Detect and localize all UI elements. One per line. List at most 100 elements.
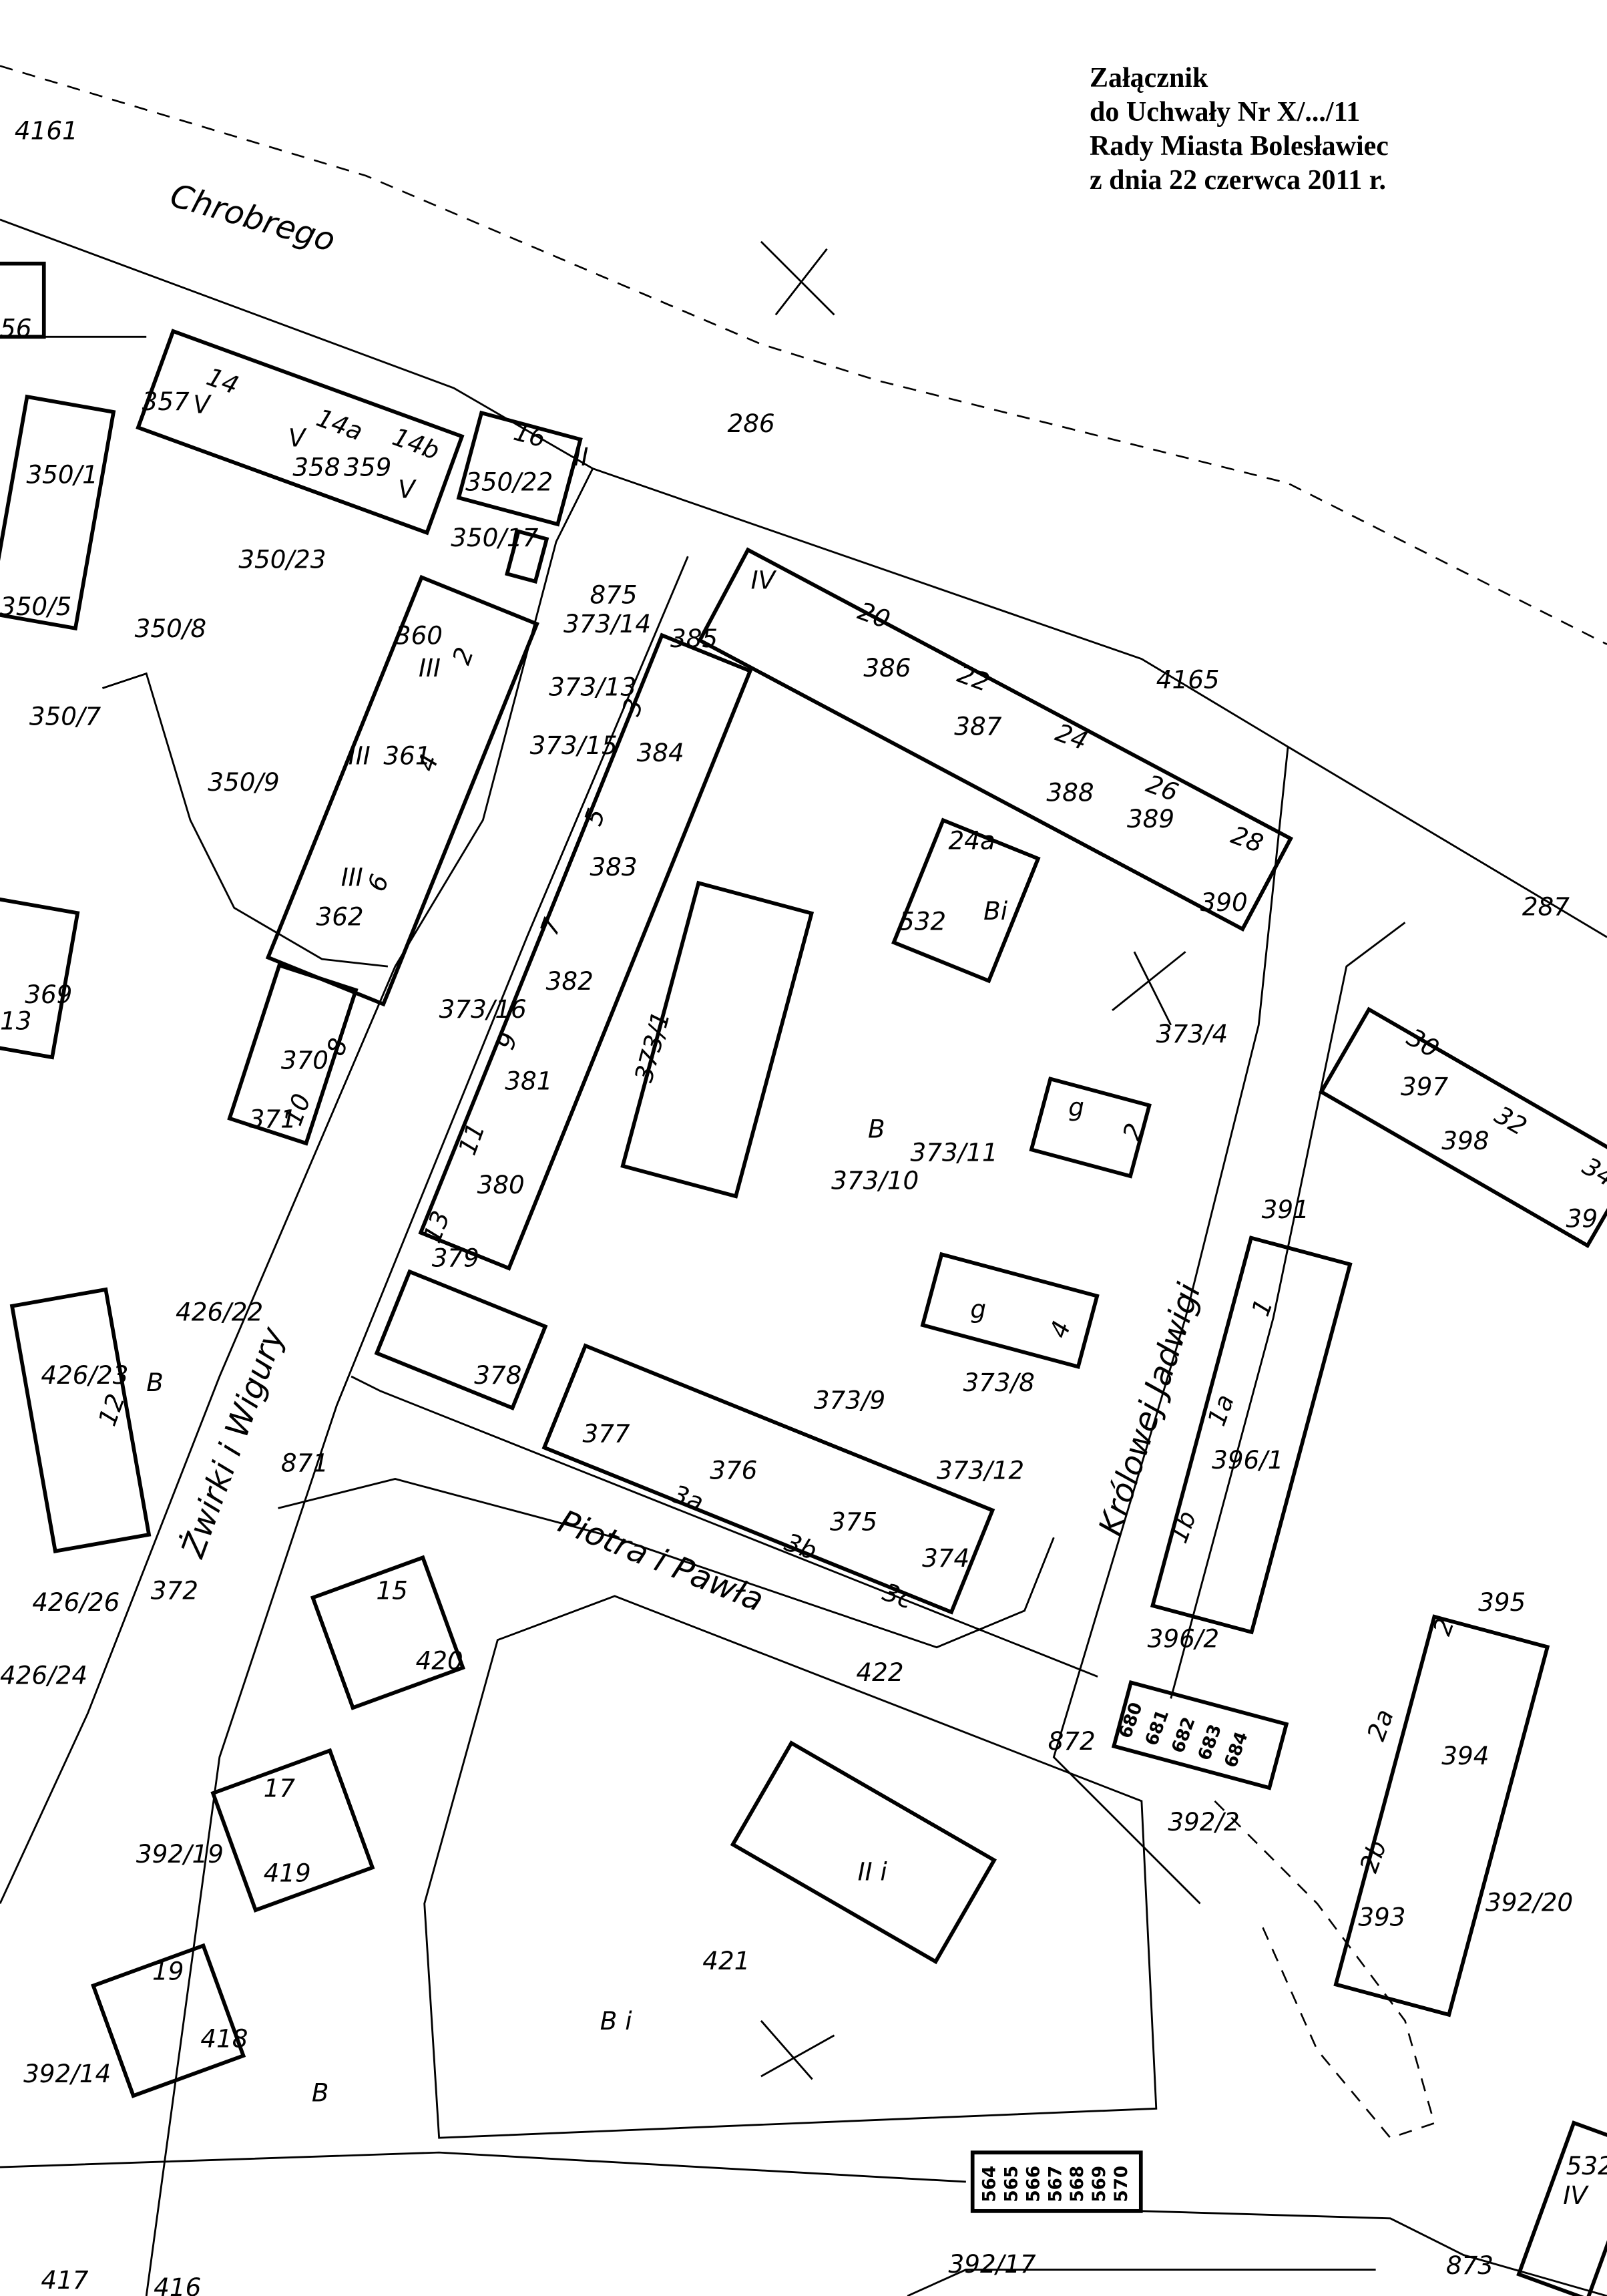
map-label: 369 (25, 980, 72, 1009)
map-label: II i (858, 1857, 888, 1886)
building-outline (1111, 1680, 1289, 1790)
parcel-number-label: 426/22 (176, 1298, 263, 1327)
map-label: 13 (0, 1006, 31, 1035)
map-label: 32 (1490, 1100, 1532, 1141)
parcel-number-label: 350/17 (451, 523, 538, 552)
map-label: 398 (1441, 1126, 1489, 1155)
map-label: 564 (980, 2166, 1000, 2203)
map-label: 389 (1127, 804, 1174, 833)
map-label: 1 (1246, 1295, 1279, 1320)
map-label: 5327 (1566, 2151, 1607, 2180)
map-label: 566 (1023, 2166, 1044, 2203)
map-label: 357 (142, 387, 190, 416)
building-outline (0, 261, 46, 339)
parcel-number-label: 373/1 (629, 1008, 676, 1085)
map-label: 358 (292, 453, 340, 482)
map-label: 360 (395, 621, 443, 650)
map-label: 16 (511, 417, 549, 453)
map-label: 287 (1522, 892, 1570, 921)
map-label: 390 (1200, 888, 1248, 917)
map-label: 386 (863, 653, 911, 683)
map-label: 388 (1046, 777, 1094, 807)
map-label: 421 (702, 1946, 750, 1975)
map-label: III (419, 653, 441, 683)
caption-line-3: Rady Miasta Bolesławiec (1090, 131, 1389, 162)
parcel-number-label: 373/15 (530, 731, 618, 760)
building-outline (891, 817, 1041, 984)
street-krolowej-jadwigi: Królowej Jadwigi (1092, 1278, 1208, 1540)
map-label: 380 (477, 1170, 525, 1199)
building-outline (620, 880, 815, 1199)
map-label: 371 (249, 1104, 296, 1133)
map-label: 875 (590, 580, 637, 609)
buildings (0, 261, 1607, 2296)
map-label: 2a (1361, 1705, 1399, 1744)
map-label: B (868, 1115, 885, 1144)
map-label: B (146, 1368, 164, 1397)
building-outline (456, 410, 583, 527)
street-chrobrego: Chrobrego (166, 177, 339, 260)
street-zwirki-i-wigury: Żwirki i Wigury (174, 1322, 292, 1563)
map-label: V (193, 389, 212, 419)
building-outline (418, 632, 753, 1271)
map-label: V (398, 474, 417, 504)
parcel-number-label: 350/1 (26, 460, 97, 490)
map-label: V (288, 423, 307, 453)
map-label: IV (1563, 2180, 1589, 2210)
map-label: 39 (1566, 1203, 1598, 1233)
parcel-number-label: 373/14 (563, 609, 651, 638)
map-label: 3c (879, 1577, 917, 1614)
map-label: 286 (728, 409, 775, 438)
parcel-number-label: 350/22 (465, 467, 553, 497)
map-label: 359 (344, 453, 391, 482)
building-outline (9, 1287, 152, 1554)
street-names: Chrobrego Żwirki i Wigury Piotra i Pawła… (166, 177, 1208, 1619)
map-label: II (573, 442, 588, 471)
parcel-number-label: 426/24 (0, 1660, 87, 1690)
building-outline (1333, 1614, 1550, 2018)
map-label: 532 (899, 906, 946, 936)
map-label: 416 (154, 2273, 201, 2296)
parcel-number-label: 426/23 (41, 1360, 128, 1390)
map-label: 372 (151, 1575, 198, 1605)
map-label: 20 (854, 596, 894, 634)
parcel-number-label: 373/10 (831, 1165, 919, 1195)
map-label: 873 (1446, 2251, 1494, 2280)
parcel-number-label: 373/13 (549, 672, 636, 701)
map-label: 567 (1046, 2166, 1066, 2203)
building-outline (91, 1943, 246, 2098)
map-label: 56 (0, 313, 31, 343)
map-label: 11 (452, 1119, 491, 1159)
parcel-number-label: 392/2 (1168, 1807, 1239, 1837)
parcel-number-label: 373/8 (963, 1368, 1034, 1397)
map-label: 34 (1578, 1151, 1607, 1193)
building-outline (374, 1269, 548, 1410)
map-label: 391 (1262, 1195, 1309, 1224)
map-label: 385 (670, 624, 718, 653)
building-outline (697, 547, 1294, 932)
building-outline (0, 394, 116, 631)
map-label: B (312, 2078, 329, 2107)
map-label: 422 (856, 1658, 903, 1687)
map-label: 28 (1227, 820, 1267, 859)
map-label: 374 (922, 1543, 969, 1573)
map-label: 370 (281, 1046, 328, 1075)
map-label: B i (600, 2006, 632, 2036)
map-label: 15 (376, 1575, 407, 1605)
parcel-number-label: 350/9 (208, 767, 279, 797)
map-label: 680 (1116, 1700, 1147, 1741)
map-label: g (1068, 1093, 1084, 1122)
map-label: 22 (953, 659, 993, 698)
caption-line-4: z dnia 22 czerwca 2011 r. (1090, 165, 1387, 196)
map-label: 393 (1358, 1902, 1405, 1931)
map-label: 394 (1441, 1741, 1489, 1770)
map-label: 569 (1090, 2166, 1110, 2203)
document-caption: Załącznik do Uchwały Nr X/.../11 Rady Mi… (1090, 61, 1389, 198)
map-label: 375 (830, 1507, 877, 1536)
building-outline (227, 962, 359, 1146)
map-label: 4 (411, 750, 444, 775)
building-outline (0, 888, 80, 1060)
map-label: 376 (710, 1456, 757, 1485)
map-label: 377 (582, 1419, 630, 1449)
